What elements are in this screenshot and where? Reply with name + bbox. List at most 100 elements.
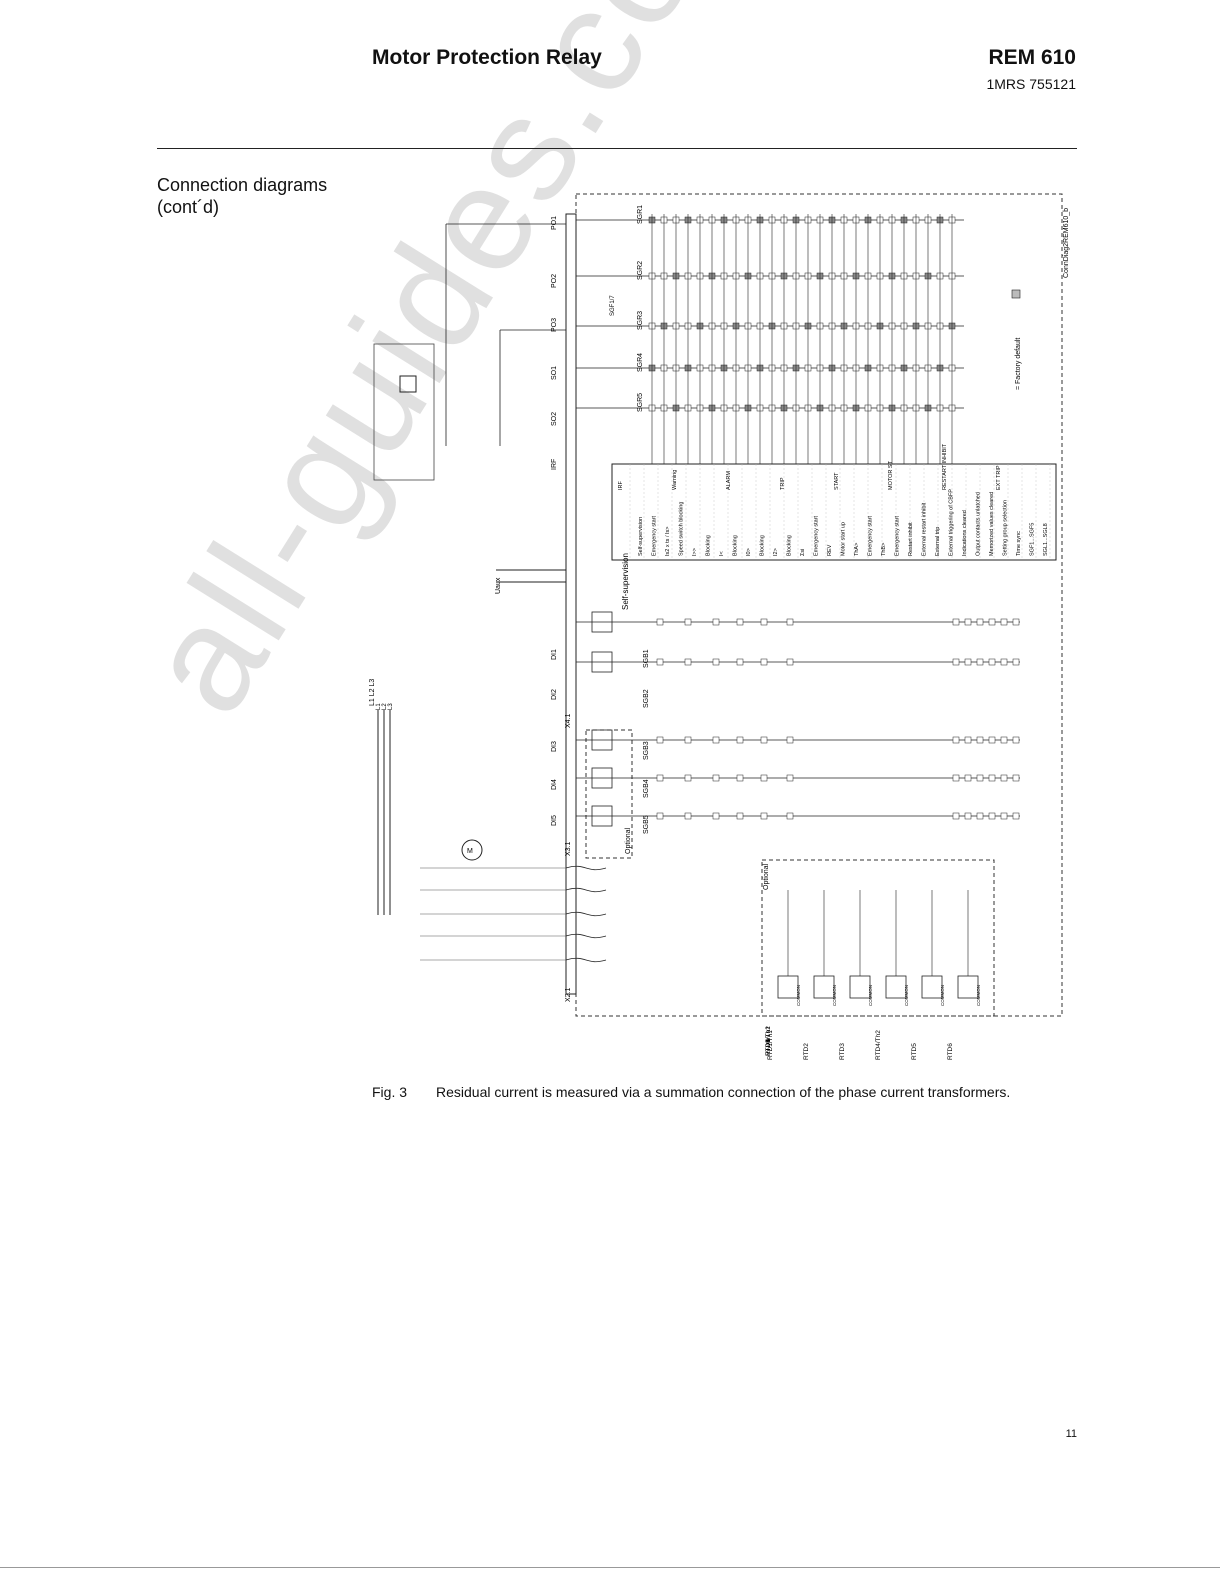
function-label: I2>	[773, 548, 779, 556]
function-label: SGL1...SGL8	[1043, 523, 1049, 556]
function-label: Setting group selection	[1003, 500, 1009, 556]
phase-label: L1	[376, 703, 382, 710]
output-label: SO2	[551, 412, 558, 426]
input-switch	[964, 774, 972, 782]
signal-label: MOTOR ST	[888, 460, 894, 490]
input-switch	[988, 618, 996, 626]
input-group-label: SGB3	[643, 741, 650, 760]
switch-label: SGF1/7	[610, 295, 616, 316]
input-switch	[976, 812, 984, 820]
optional-label: Optional	[763, 863, 770, 890]
rtd-sensor	[849, 975, 871, 999]
digital-input-label: DI2	[551, 689, 558, 700]
input-switch	[712, 618, 720, 626]
diagram-labels: PO1PO2PO3SO1SO2IRFSGR1SGR2SGR3SGR4SGR5DI…	[376, 205, 1049, 1060]
input-switch	[656, 618, 664, 626]
input-switch	[964, 618, 972, 626]
function-label: Indications cleared	[962, 510, 968, 556]
function-label: I>>	[692, 548, 698, 556]
input-switch	[656, 736, 664, 744]
input-switch	[964, 736, 972, 744]
function-label: Blocking	[706, 535, 712, 556]
function-label: Output contacts unlatched	[976, 492, 982, 556]
factory-default-note: = Factory default	[1015, 338, 1022, 390]
function-label: Emergency start	[652, 515, 658, 556]
function-label: Blocking	[733, 535, 739, 556]
rtd-input-label: RTD2	[803, 1043, 810, 1060]
section-heading: Connection diagrams (cont´d)	[157, 175, 328, 217]
rtd-sensor	[957, 975, 979, 999]
input-switch	[952, 774, 960, 782]
rtd-common-label: COMMON	[832, 985, 837, 1006]
function-label: Emergency start	[895, 515, 901, 556]
rtd-common-label: COMMON	[976, 985, 981, 1006]
input-switch	[1000, 618, 1008, 626]
input-switch	[786, 736, 794, 744]
function-label: Blocking	[787, 535, 793, 556]
function-label: Is2 x ts / Is>	[665, 527, 671, 557]
input-switch	[964, 658, 972, 666]
input-switch	[736, 736, 744, 744]
document-number: 1MRS 755121	[986, 76, 1076, 92]
input-switch	[952, 658, 960, 666]
rtd-input-label: RTD3	[839, 1043, 846, 1060]
input-switch	[786, 812, 794, 820]
rtd-label: RTD1/Th1	[765, 1026, 772, 1056]
input-switch	[736, 774, 744, 782]
function-label: SGF1...SGF5	[1030, 523, 1036, 556]
input-switch	[684, 774, 692, 782]
function-label: Memorized values cleared	[989, 492, 995, 556]
terminal-strip	[565, 213, 577, 995]
function-label: Self-supervision	[638, 517, 644, 556]
phase-label: L3	[388, 703, 394, 710]
function-label: Emergency start	[868, 515, 874, 556]
rtd-common-label: COMMON	[868, 985, 873, 1006]
optional-di-label: Optional	[625, 827, 632, 854]
ct-winding	[565, 865, 607, 871]
input-group-label: SGB5	[643, 815, 650, 834]
output-group-label: SGR3	[637, 311, 644, 330]
output-label: IRF	[551, 459, 558, 470]
function-block	[611, 463, 1057, 561]
rtd-input-label: RTD6	[947, 1043, 954, 1060]
input-switch	[786, 774, 794, 782]
terminal-block-label: X3.1	[565, 841, 572, 856]
input-switch	[1000, 812, 1008, 820]
input-switch	[988, 812, 996, 820]
input-switch	[1000, 736, 1008, 744]
output-group-label: SGR2	[637, 261, 644, 280]
signal-label: EXT TRIP	[996, 465, 1002, 490]
input-switch	[988, 658, 996, 666]
output-matrix	[576, 214, 964, 464]
terminal-block-label: X2.1	[565, 987, 572, 1002]
output-label: SO1	[551, 366, 558, 380]
rtd-input-label: RTD5	[911, 1043, 918, 1060]
rtd-label: RTD3	[765, 1039, 772, 1056]
motor-label: M	[467, 848, 473, 855]
breaker-coil	[399, 375, 417, 393]
input-switch	[952, 812, 960, 820]
input-switch	[976, 658, 984, 666]
input-switch	[656, 812, 664, 820]
input-switch	[964, 812, 972, 820]
signal-label: IRF	[618, 481, 624, 491]
input-switch	[1012, 618, 1020, 626]
input-switch	[684, 812, 692, 820]
function-label: I0>	[746, 548, 752, 556]
input-group-label: SGB1	[643, 649, 650, 668]
figure-text: Residual current is measured via a summa…	[436, 1084, 1011, 1100]
page-title: Motor Protection Relay	[372, 46, 602, 69]
input-switch	[760, 736, 768, 744]
input-switch	[736, 658, 744, 666]
rtd-module-outline	[761, 859, 995, 1017]
digital-input-label: DI5	[551, 815, 558, 826]
digital-input-label: DI3	[551, 741, 558, 752]
input-switch	[684, 658, 692, 666]
function-label: Time sync	[1016, 531, 1022, 556]
input-switch	[712, 774, 720, 782]
connection-diagram-svg: L1 L2 L3 M = Factory default ConnDiag2RE…	[369, 193, 1070, 1060]
input-switch	[684, 736, 692, 744]
page-number: 11	[1065, 1428, 1077, 1440]
signal-label: ALARM	[726, 471, 732, 490]
